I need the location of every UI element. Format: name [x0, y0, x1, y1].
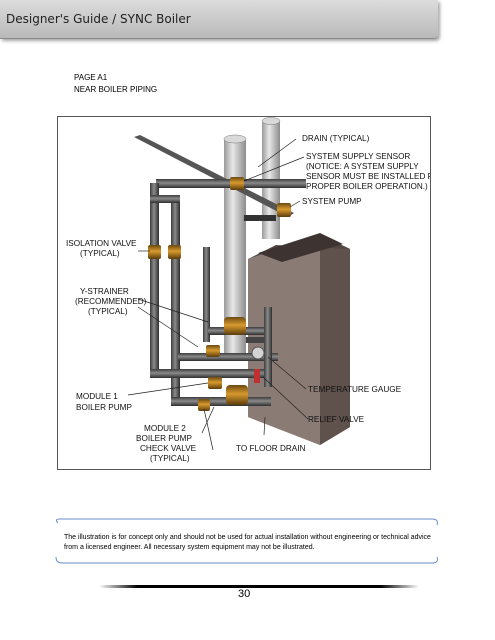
label-module-2: MODULE 2: [144, 424, 186, 433]
label-check-valve-typical: (TYPICAL): [150, 454, 190, 463]
label-temperature-gauge: TEMPERATURE GAUGE: [308, 385, 402, 394]
page-identifier: PAGE A1 NEAR BOILER PIPING: [74, 72, 157, 96]
label-isolation-valve-typical: (TYPICAL): [80, 249, 120, 258]
label-module-2-pump: BOILER PUMP: [136, 434, 193, 443]
footer-divider: [99, 585, 419, 588]
notice-frame: [55, 518, 438, 564]
label-y-strainer-recommended: (RECOMMENDED): [75, 297, 147, 306]
boiler-piping-illustration: DRAIN (TYPICAL) SYSTEM SUPPLY SENSOR (NO…: [57, 116, 431, 470]
page-subject: NEAR BOILER PIPING: [74, 85, 158, 94]
label-sensor-notice-3: PROPER BOILER OPERATION.): [306, 182, 428, 191]
label-drain: DRAIN (TYPICAL): [302, 134, 370, 143]
label-module-1-pump: BOILER PUMP: [76, 403, 133, 412]
label-sensor-notice-2: SENSOR MUST BE INSTALLED FO: [306, 172, 430, 181]
label-isolation-valve: ISOLATION VALVE: [66, 239, 137, 248]
label-y-strainer: Y-STRAINER: [80, 287, 129, 296]
document-title: Designer's Guide / SYNC Boiler: [6, 12, 191, 26]
label-check-valve: CHECK VALVE: [140, 444, 197, 453]
label-sensor-notice-1: (NOTICE: A SYSTEM SUPPLY: [306, 162, 419, 171]
leader-lines: [127, 138, 309, 451]
page-number: 30: [238, 588, 251, 600]
label-module-1: MODULE 1: [76, 392, 118, 401]
label-to-floor-drain: TO FLOOR DRAIN: [236, 444, 306, 453]
callout-labels: DRAIN (TYPICAL) SYSTEM SUPPLY SENSOR (NO…: [66, 134, 430, 463]
label-system-supply-sensor: SYSTEM SUPPLY SENSOR: [306, 152, 410, 161]
label-y-strainer-typical: (TYPICAL): [88, 307, 128, 316]
valves-and-pumps: [148, 177, 291, 411]
label-system-pump: SYSTEM PUMP: [302, 197, 362, 206]
label-relief-valve: RELIEF VALVE: [308, 415, 365, 424]
boiler-cabinet: [248, 233, 350, 445]
header-bar: Designer's Guide / SYNC Boiler: [0, 0, 438, 39]
disclaimer-text: The illustration is for concept only and…: [64, 534, 431, 551]
page-code: PAGE A1: [74, 73, 108, 82]
